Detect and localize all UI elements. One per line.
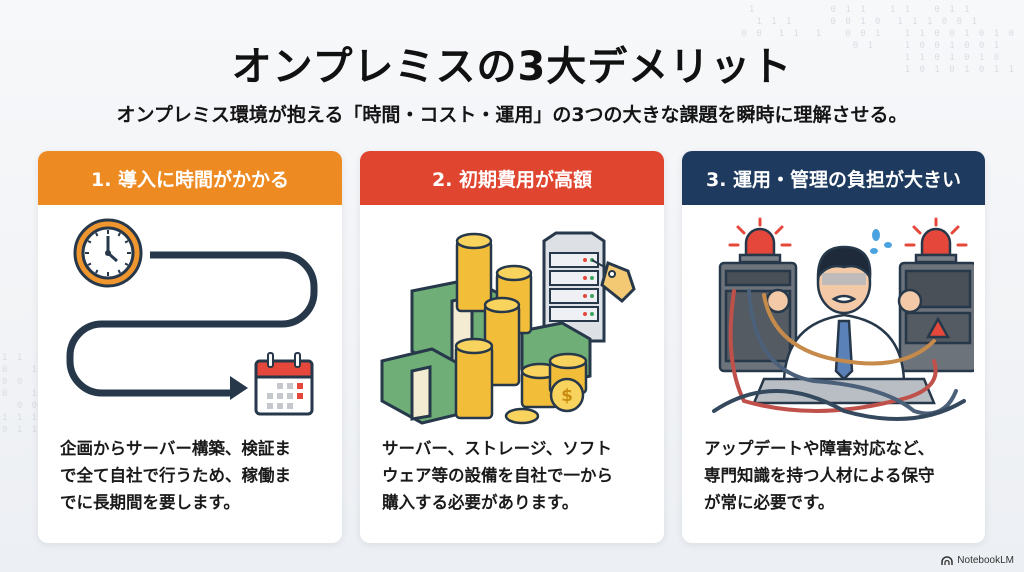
description-line: 購入する必要があります。 — [382, 493, 579, 512]
server-rack-icon — [542, 231, 606, 343]
clock-to-calendar-illustration — [38, 205, 342, 427]
svg-text:$: $ — [561, 386, 573, 406]
description-line: 専門知識を持つ人材による保守 — [704, 466, 935, 485]
description-line: アップデートや障害対応など、 — [704, 439, 935, 458]
notebooklm-branding: NotebookLM — [941, 555, 1014, 566]
sweat-drops-icon — [869, 229, 892, 254]
background-binary-pattern: 1 0 1 1 1 1 0 1 1 1 1 1 0 0 1 0 1 1 1 0 … — [741, 5, 1016, 75]
description-line: でに長期間を要します。 — [60, 493, 240, 512]
card-operations-burden: 3. 運用・管理の負担が大きい — [682, 151, 985, 543]
background-binary-pattern-left: 1 1 0 1 0 0 0 1 0 0 1 1 1 0 1 1 — [2, 353, 40, 435]
server-rack-right — [898, 261, 974, 373]
page-subtitle: オンプレミス環境が抱える「時間・コスト・運用」の3つの大きな課題を瞬時に理解させ… — [116, 104, 908, 126]
money-server-illustration: $ — [360, 205, 664, 427]
description-line: が常に必要です。 — [704, 493, 835, 512]
calendar-icon — [254, 352, 314, 416]
description-line: で全て自社で行うため、稼働ま — [60, 466, 291, 485]
tangled-cables — [711, 289, 966, 421]
card-heading: 1. 導入に時間がかかる — [90, 168, 290, 191]
coin-stacks-icon: $ — [454, 232, 588, 425]
card-description: アップデートや障害対応など、 専門知識を持つ人材による保守 が常に必要です。 — [682, 427, 985, 516]
card-heading: 3. 運用・管理の負担が大きい — [705, 168, 962, 191]
card-high-initial-cost: 2. 初期費用が高額 — [360, 151, 664, 543]
card-description: サーバー、ストレージ、ソフト ウェア等の設備を自社で一から 購入する必要がありま… — [360, 427, 664, 516]
page-title: オンプレミスの3大デメリット — [231, 44, 793, 90]
price-tag-icon — [591, 259, 636, 304]
stressed-engineer-illustration — [682, 205, 985, 427]
description-line: ウェア等の設備を自社で一から — [382, 466, 613, 485]
money-stack-icon: $ — [380, 231, 636, 425]
card-heading: 2. 初期費用が高額 — [431, 168, 593, 191]
brand-label: NotebookLM — [957, 555, 1014, 566]
description-line: サーバー、ストレージ、ソフト — [382, 439, 612, 458]
description-line: 企画からサーバー構築、検証ま — [60, 439, 291, 458]
notebooklm-icon — [941, 555, 954, 565]
stressed-engineer-icon — [711, 217, 974, 421]
card-slow-deployment: 1. 導入に時間がかかる — [38, 151, 342, 543]
alarm-light-icon — [738, 227, 957, 264]
card-description: 企画からサーバー構築、検証ま で全て自社で行うため、稼働ま でに長期間を要します… — [38, 427, 342, 516]
clock-path-calendar-icon — [66, 218, 318, 416]
card-header: 2. 初期費用が高額 — [360, 151, 664, 205]
card-header: 3. 運用・管理の負担が大きい — [682, 151, 985, 205]
card-header: 1. 導入に時間がかかる — [38, 151, 342, 205]
clock-icon — [73, 218, 143, 288]
